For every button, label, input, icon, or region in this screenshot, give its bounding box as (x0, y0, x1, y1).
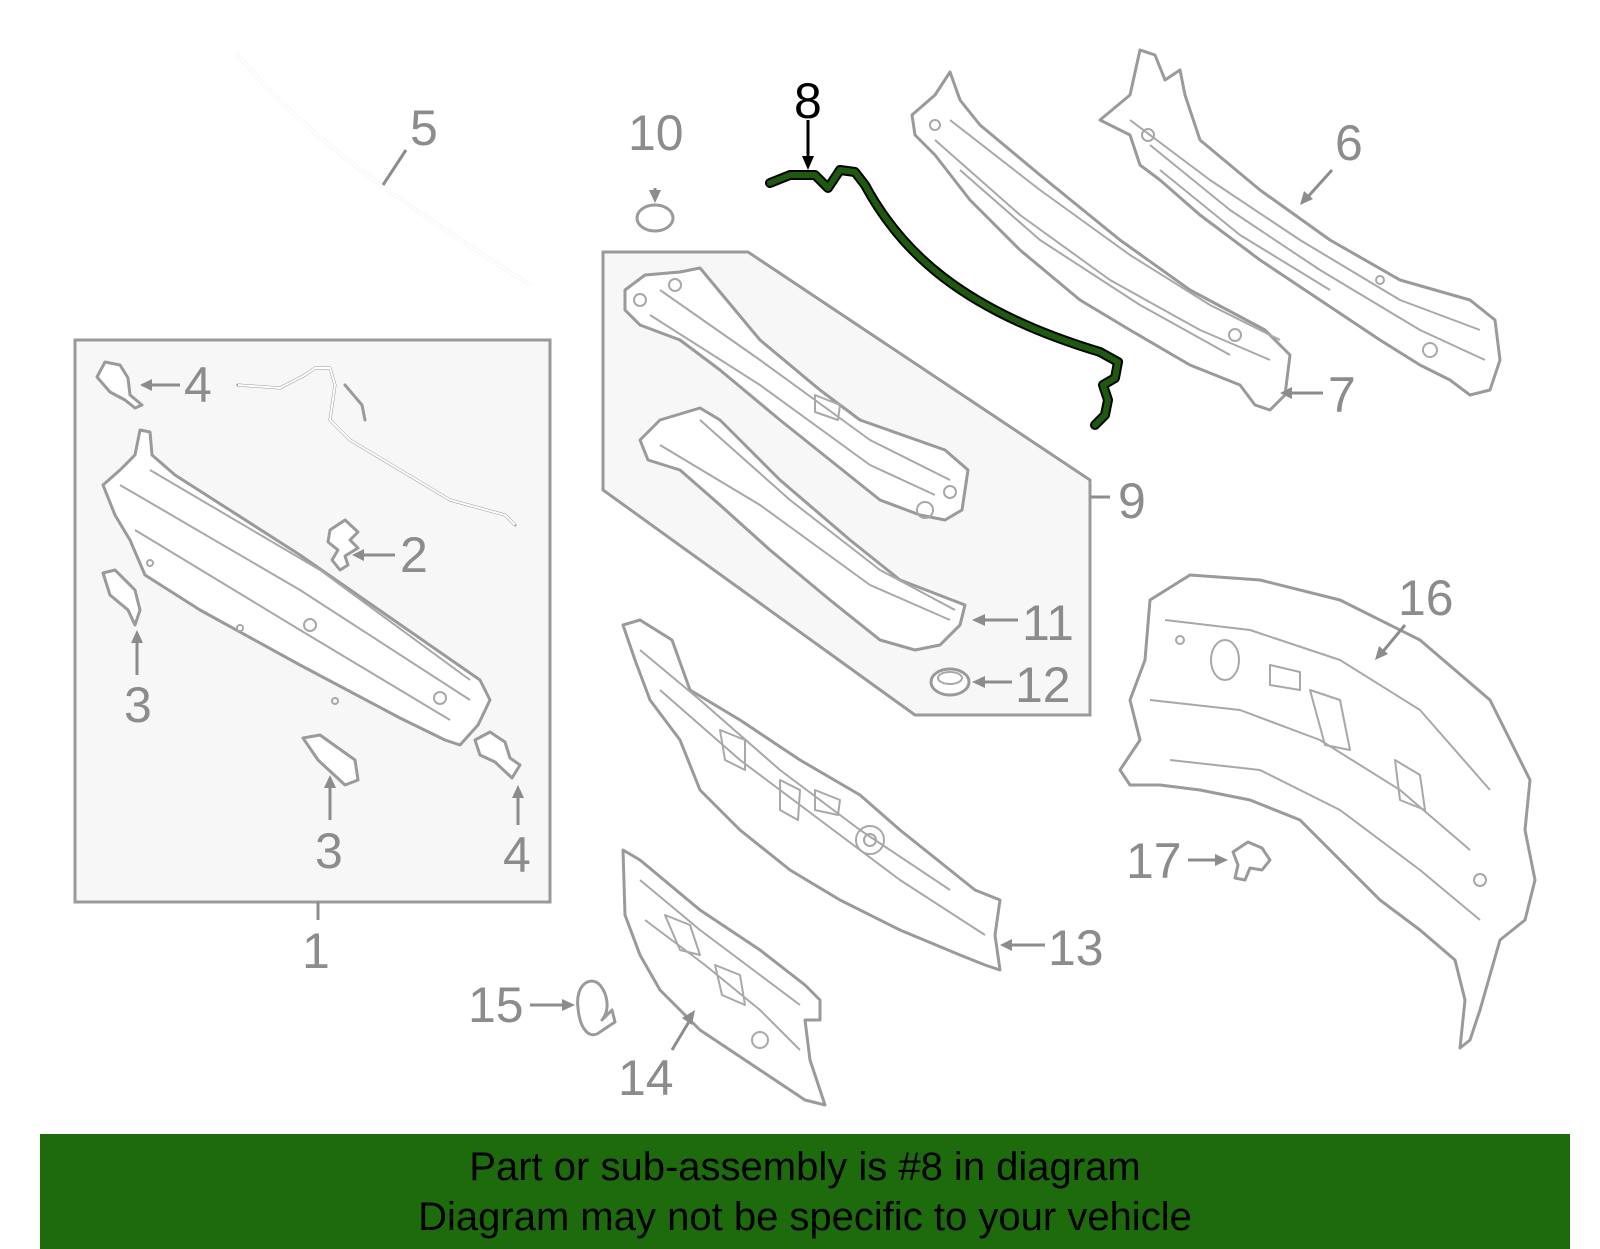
label-7: 7 (1328, 367, 1356, 423)
cowl-rod[interactable] (236, 366, 517, 527)
arrow-16 (1375, 646, 1388, 660)
label-12: 12 (1015, 657, 1071, 713)
label-1: 1 (302, 923, 330, 979)
part-11-reinforcement[interactable] (638, 406, 967, 652)
part-14-insulator[interactable] (621, 848, 827, 1107)
part-4-clip-bottom[interactable] (473, 730, 522, 780)
banner-line-1: Part or sub-assembly is #8 in diagram (469, 1145, 1141, 1189)
leader-5 (381, 149, 408, 186)
part-17-clip[interactable] (1231, 840, 1272, 882)
part-7-cross-member[interactable] (910, 70, 1292, 412)
arrow-14 (682, 1010, 695, 1025)
label-9: 9 (1118, 473, 1146, 529)
part-8-rod-highlighted[interactable] (765, 165, 1123, 430)
arrow-10 (649, 190, 661, 203)
label-2: 2 (400, 527, 428, 583)
arrow-17 (1215, 854, 1228, 866)
arrow-8 (802, 156, 814, 170)
arrow-12 (972, 676, 985, 688)
label-13: 13 (1048, 920, 1104, 976)
arrow-3a (131, 630, 143, 643)
arrow-2 (352, 549, 364, 561)
leader-6 (1303, 168, 1334, 202)
label-3a: 3 (124, 677, 152, 733)
label-8: 8 (794, 73, 822, 129)
part-5-molding[interactable] (236, 53, 532, 287)
leader-14 (670, 1019, 692, 1051)
arrow-13 (1000, 939, 1012, 951)
label-16: 16 (1398, 570, 1454, 626)
info-banner: Part or sub-assembly is #8 in diagram Di… (40, 1134, 1570, 1249)
label-15: 15 (468, 977, 524, 1033)
part-6-upper-member[interactable] (1098, 48, 1502, 397)
part-15-plug[interactable] (576, 979, 617, 1037)
reinforcement-upper[interactable] (623, 266, 970, 522)
label-4b: 4 (503, 827, 531, 883)
label-17: 17 (1126, 833, 1182, 889)
label-6: 6 (1335, 115, 1363, 171)
cowl-panel[interactable] (101, 428, 492, 747)
arrow-11 (972, 614, 985, 626)
label-14: 14 (618, 1050, 674, 1106)
arrow-15 (562, 999, 575, 1011)
banner-line-2: Diagram may not be specific to your vehi… (418, 1195, 1192, 1239)
part-3-seal-left[interactable] (101, 568, 142, 627)
part-12-grommet[interactable] (929, 667, 971, 697)
part-2-push-clip[interactable] (326, 518, 360, 572)
part-10-grommet[interactable] (635, 203, 675, 233)
part-16-dash-insulator[interactable] (1118, 573, 1537, 1050)
label-11: 11 (1022, 595, 1074, 651)
arrow-4b (512, 785, 524, 798)
part-4-clip-top[interactable] (95, 360, 144, 410)
label-5: 5 (410, 100, 438, 156)
arrow-6 (1300, 191, 1313, 205)
part-3-seal-bottom[interactable] (301, 733, 360, 787)
label-4a: 4 (184, 357, 212, 413)
leader-16 (1378, 624, 1407, 656)
label-10: 10 (628, 105, 684, 161)
arrow-7 (1280, 387, 1292, 399)
arrow-4a (140, 379, 152, 391)
part-13-dash-panel[interactable] (621, 618, 1002, 972)
arrow-3b (324, 775, 336, 788)
label-3b: 3 (315, 823, 343, 879)
